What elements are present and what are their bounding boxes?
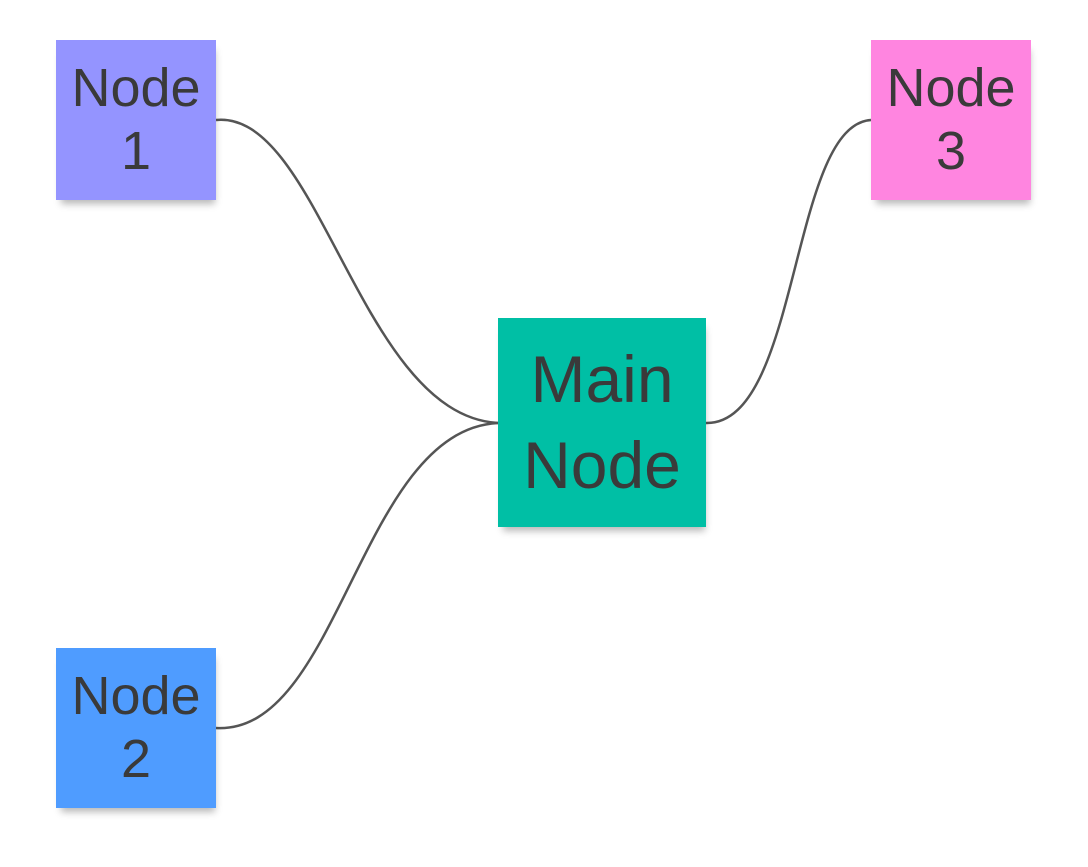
connector-node1-main[interactable]: [215, 118, 499, 425]
node-1-label: Node 1: [71, 58, 201, 181]
node-3-label: Node 3: [886, 58, 1016, 181]
main-node-label: Main Node: [523, 341, 681, 502]
connector-node2-main[interactable]: [215, 421, 499, 730]
node-2[interactable]: Node 2: [56, 648, 216, 808]
connector-main-node3[interactable]: [705, 118, 872, 425]
node-2-label: Node 2: [71, 666, 201, 789]
node-3[interactable]: Node 3: [871, 40, 1031, 200]
main-node[interactable]: Main Node: [498, 318, 706, 527]
node-1[interactable]: Node 1: [56, 40, 216, 200]
